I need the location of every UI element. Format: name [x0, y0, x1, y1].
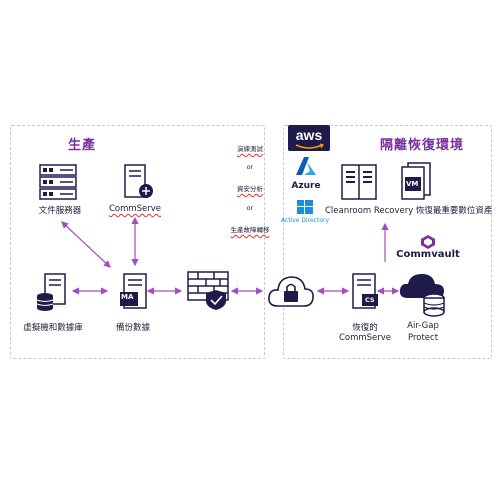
vm-badge: VM: [406, 180, 419, 188]
active-directory-label: Active Directory: [280, 217, 330, 224]
or-separator-1: or: [246, 163, 254, 171]
isolated-title: 隔離恢復環境: [380, 138, 465, 153]
restored-label-line2: CommServe: [338, 333, 392, 343]
vm-server-icon: [401, 162, 431, 200]
production-title: 生產: [68, 138, 97, 153]
cs-badge: CS: [365, 296, 375, 304]
option-production-failover: 生產故障轉移: [230, 226, 270, 234]
active-directory-windows-icon: [297, 200, 313, 214]
secure-cloud-lock-icon: [268, 276, 314, 307]
airgap-label-line1: Air-Gap: [407, 321, 439, 331]
option-drill-test: 演練測試: [237, 145, 263, 153]
vm-database-label: 虛擬機和數據庫: [23, 323, 83, 333]
or-separator-2: or: [246, 204, 254, 212]
airgap-label-line2: Protect: [407, 333, 439, 343]
commserve-label: CommServe: [108, 204, 162, 214]
backup-data-label: 備份數據: [115, 323, 150, 333]
azure-logo-icon: [296, 157, 316, 175]
azure-label: Azure: [291, 181, 321, 191]
cleanroom-rack-icon: [341, 164, 377, 200]
commserve-server-icon: [124, 164, 153, 198]
commvault-logo-icon: [421, 235, 435, 249]
firewall-shield-icon: [187, 271, 229, 310]
restored-label-line1: 恢復的: [352, 323, 378, 333]
isolated-recovery-zone: [283, 125, 492, 359]
airgap-cloud-database-icon: [399, 274, 445, 317]
file-server-rack-icon: [39, 164, 77, 200]
option-security-analysis: 資安分析: [237, 185, 263, 193]
commvault-label: Commvault: [396, 249, 460, 260]
aws-logo: aws: [288, 125, 330, 151]
backup-media-agent-icon: [120, 273, 147, 309]
file-servers-label: 文件服務器: [38, 206, 82, 216]
production-zone: [10, 125, 265, 359]
vm-database-icon: [36, 273, 66, 311]
aws-logo-text: aws: [295, 127, 323, 143]
cleanroom-recovery-label: Cleanroom Recovery 恢復最重要數位資產: [325, 206, 493, 216]
ma-badge: MA: [121, 293, 134, 301]
restored-commserve-icon: [352, 273, 378, 309]
